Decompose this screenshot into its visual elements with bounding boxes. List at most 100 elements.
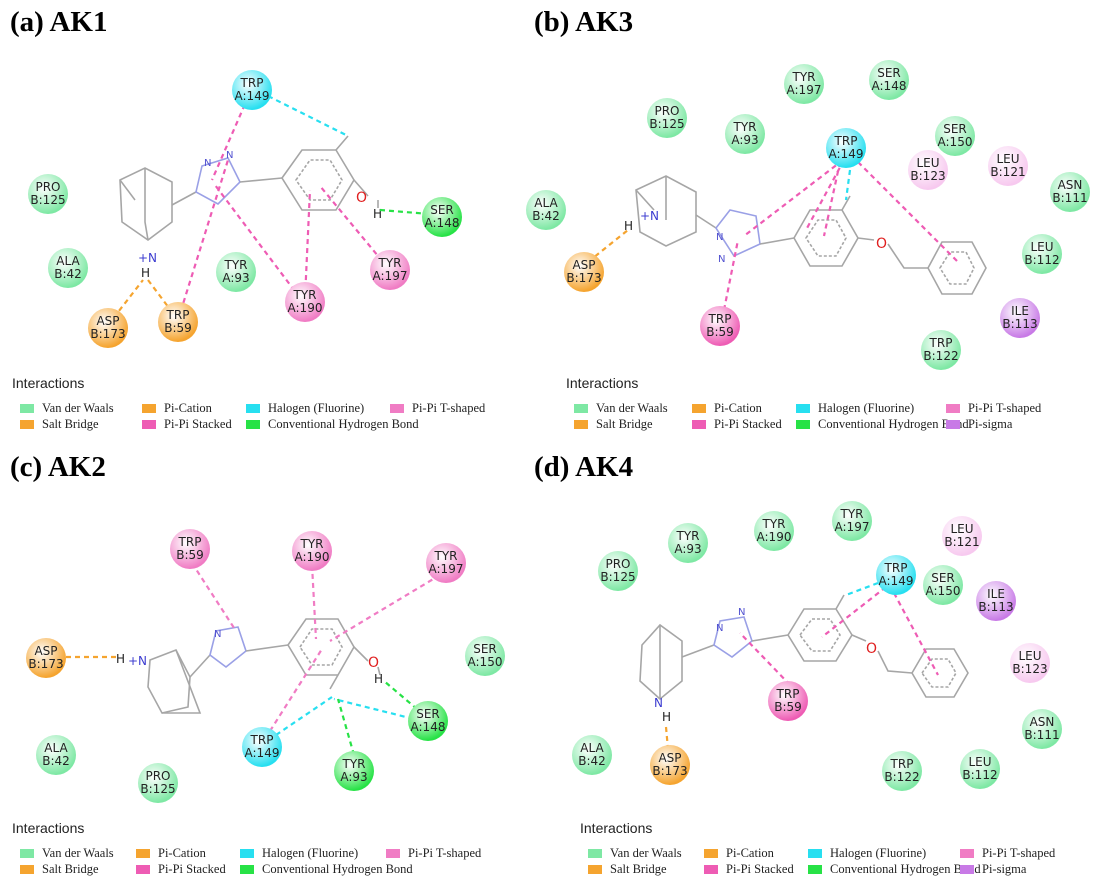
legend-item: Pi-Cation	[704, 846, 774, 861]
svg-text:H: H	[116, 652, 125, 666]
legend-swatch	[246, 420, 260, 429]
legend: Interactions Van der Waals Pi-Cation Hal…	[566, 375, 1096, 437]
legend-item: Pi-Pi Stacked	[692, 417, 782, 432]
legend-swatch	[136, 865, 150, 874]
legend-item: Salt Bridge	[588, 862, 667, 877]
legend-swatch	[142, 420, 156, 429]
ak3-interaction-diagram: O +N H N N	[587, 159, 987, 311]
ak2-interaction-diagram: O H H +N N	[66, 562, 441, 756]
svg-text:H: H	[141, 266, 150, 280]
svg-text:H: H	[373, 207, 382, 221]
legend-item: Conventional Hydrogen Bond	[796, 417, 969, 432]
legend-item: Conventional Hydrogen Bond	[246, 417, 419, 432]
legend-swatch	[240, 865, 254, 874]
legend-swatch	[20, 404, 34, 413]
legend-swatch	[20, 849, 34, 858]
legend-swatch	[386, 849, 400, 858]
legend-item: Pi-Pi Stacked	[704, 862, 794, 877]
svg-text:N: N	[226, 150, 233, 161]
legend-item: Halogen (Fluorine)	[796, 401, 914, 416]
legend-swatch	[704, 865, 718, 874]
legend: Interactions Van der Waals Pi-Cation Hal…	[12, 820, 542, 882]
svg-text:N: N	[718, 254, 725, 265]
legend-item: Salt Bridge	[20, 417, 99, 432]
legend-swatch	[960, 865, 974, 874]
svg-text:O: O	[356, 190, 367, 206]
legend-swatch	[692, 420, 706, 429]
legend-swatch	[574, 420, 588, 429]
legend-item: Pi-Cation	[692, 401, 762, 416]
legend-item: Van der Waals	[588, 846, 682, 861]
legend-item: Conventional Hydrogen Bond	[808, 862, 981, 877]
ak4-interaction-diagram: O N H N N	[639, 581, 969, 750]
svg-text:+N: +N	[138, 251, 157, 265]
legend-item: Pi-Pi Stacked	[136, 862, 226, 877]
legend: Interactions Van der Waals Pi-Cation Hal…	[12, 375, 542, 437]
svg-text:+N: +N	[128, 654, 147, 668]
legend-item: Van der Waals	[574, 401, 668, 416]
legend-title: Interactions	[580, 820, 653, 836]
svg-text:N: N	[654, 696, 663, 710]
svg-text:N: N	[214, 629, 221, 640]
svg-text:N: N	[716, 232, 723, 243]
legend-title: Interactions	[566, 375, 639, 391]
legend-swatch	[240, 849, 254, 858]
legend-swatch	[588, 849, 602, 858]
legend-item: Pi-Cation	[142, 401, 212, 416]
legend-swatch	[20, 420, 34, 429]
legend-swatch	[20, 865, 34, 874]
legend-item: Halogen (Fluorine)	[246, 401, 364, 416]
legend-item: Van der Waals	[20, 846, 114, 861]
legend-item: Halogen (Fluorine)	[240, 846, 358, 861]
legend-swatch	[246, 404, 260, 413]
legend-item: Conventional Hydrogen Bond	[240, 862, 413, 877]
svg-text:N: N	[204, 158, 211, 169]
legend-swatch	[136, 849, 150, 858]
legend-item: Salt Bridge	[574, 417, 653, 432]
panel-title: (c) AK2	[10, 451, 106, 483]
legend-swatch	[692, 404, 706, 413]
legend-swatch	[808, 849, 822, 858]
svg-text:O: O	[866, 641, 877, 657]
svg-text:N: N	[716, 623, 723, 634]
legend: Interactions Van der Waals Pi-Cation Hal…	[580, 820, 1097, 882]
legend-swatch	[808, 865, 822, 874]
panel-title: (d) AK4	[534, 451, 634, 483]
